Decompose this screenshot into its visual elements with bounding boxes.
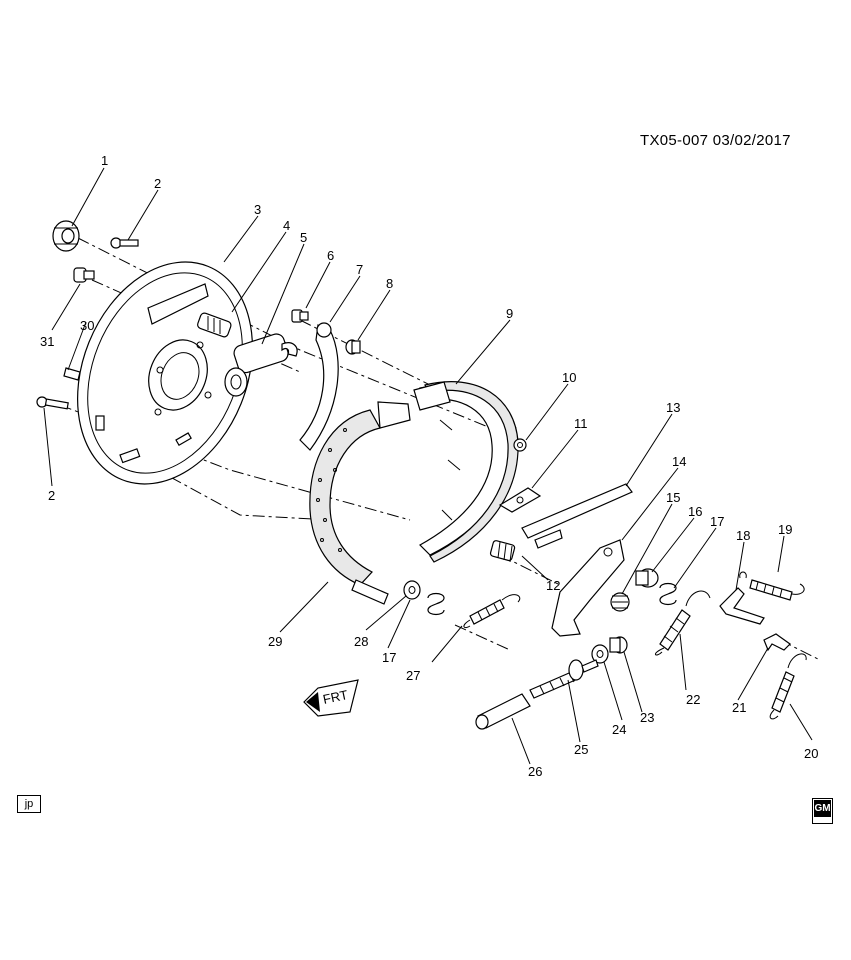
callout-5: 5 [300, 230, 307, 245]
callout-26: 26 [528, 764, 542, 779]
part-24-washer [591, 644, 609, 664]
callout-19: 19 [778, 522, 792, 537]
callout-numbers: 1 2 3 4 5 6 7 8 9 10 11 12 13 14 15 16 1… [40, 153, 818, 779]
part-18-adjuster-lever [719, 587, 765, 625]
part-7-lever [299, 322, 339, 451]
callout-11: 11 [574, 416, 588, 431]
callout-2-top: 2 [154, 176, 161, 191]
part-27-spring [463, 594, 521, 629]
part-9-brake-shoe [413, 381, 519, 563]
part-4-bleeder [197, 312, 232, 338]
part-2-bolt-bottom [36, 396, 69, 410]
part-14-park-lever [551, 539, 625, 637]
jp-label: jp [17, 795, 41, 813]
part-16-cup [635, 568, 659, 588]
part-30-clip [63, 367, 81, 381]
callout-31: 31 [40, 334, 54, 349]
callout-25: 25 [574, 742, 588, 757]
front-direction-arrow: FRT [303, 679, 359, 717]
callout-4: 4 [283, 218, 290, 233]
callout-7: 7 [356, 262, 363, 277]
part-15-spring-retainer [610, 592, 630, 612]
callout-9: 9 [506, 306, 513, 321]
part-10-washer [513, 438, 527, 452]
part-1-nut [52, 220, 80, 252]
callout-2-bottom: 2 [48, 488, 55, 503]
callout-12: 12 [546, 578, 560, 593]
callout-14: 14 [672, 454, 686, 469]
callout-29: 29 [268, 634, 282, 649]
part-23-nut [609, 636, 628, 654]
callout-20: 20 [804, 746, 818, 761]
part-12-spring-clip [489, 540, 516, 563]
part-13-strut [521, 483, 633, 549]
leader-lines [43, 167, 813, 765]
callout-24: 24 [612, 722, 626, 737]
part-28-washer [403, 580, 421, 600]
callout-28: 28 [354, 634, 368, 649]
callout-3: 3 [254, 202, 261, 217]
callout-13: 13 [666, 400, 680, 415]
part-20-spring [769, 653, 807, 720]
callout-17-lower: 17 [382, 650, 396, 665]
part-25-adjuster-screw [529, 659, 599, 699]
callout-8: 8 [386, 276, 393, 291]
callout-6: 6 [327, 248, 334, 263]
diagram-id-label: TX05-007 03/02/2017 [640, 132, 791, 149]
callout-22: 22 [686, 692, 700, 707]
part-29-brake-shoe [309, 401, 411, 605]
callout-17-upper: 17 [710, 514, 724, 529]
callout-27: 27 [406, 668, 420, 683]
part-26-adjuster-socket [475, 693, 531, 730]
part-19-return-spring [739, 571, 805, 601]
part-17-spring-upper [659, 582, 677, 606]
part-5-wheel-cylinder [224, 333, 298, 397]
callout-16: 16 [688, 504, 702, 519]
part-17-spring-lower [427, 592, 445, 616]
callout-15: 15 [666, 490, 680, 505]
callout-23: 23 [640, 710, 654, 725]
gm-logo-text: GM [814, 800, 831, 817]
callout-21: 21 [732, 700, 746, 715]
front-direction-label: FRT [322, 687, 350, 707]
part-6-pin [291, 309, 309, 323]
gm-logo: GM [812, 798, 833, 824]
part-21-clip [763, 633, 791, 652]
part-11-plate [498, 487, 542, 513]
callout-10: 10 [562, 370, 576, 385]
part-31-stud [73, 267, 95, 283]
part-22-spring [655, 590, 711, 656]
part-2-bolt-top [110, 237, 139, 249]
part-8-cap [345, 339, 361, 355]
callout-1: 1 [101, 153, 108, 168]
callout-18: 18 [736, 528, 750, 543]
callout-30: 30 [80, 318, 94, 333]
